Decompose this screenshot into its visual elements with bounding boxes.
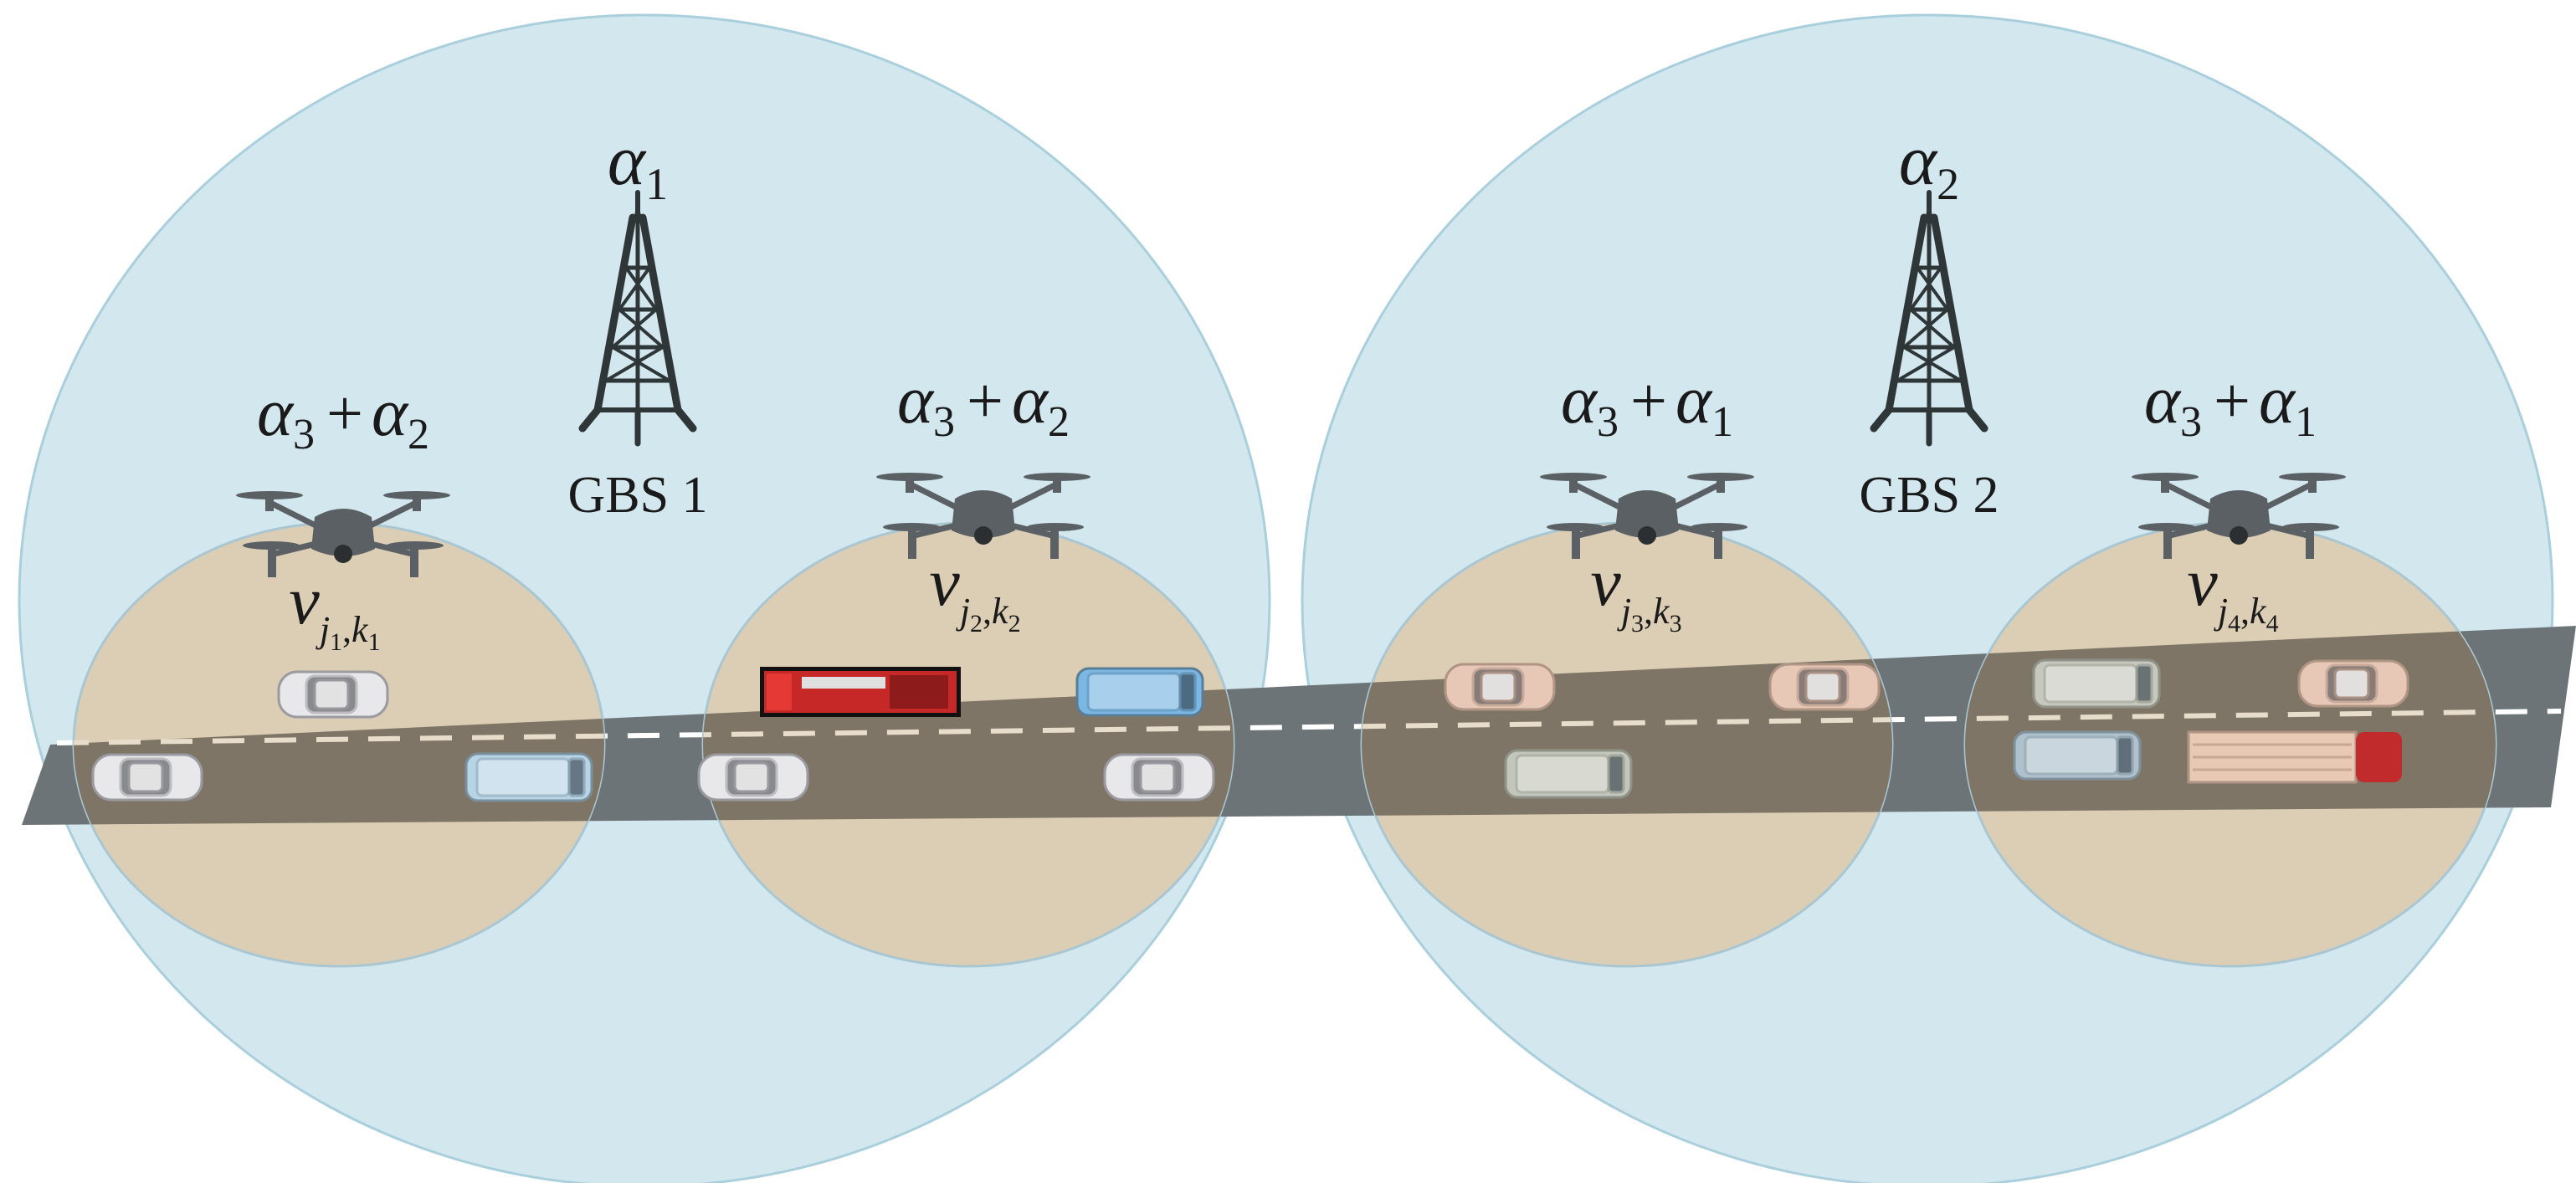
fire-truck-icon [760,667,961,717]
uav-2-frequency-label: α3+α2 [897,361,1070,446]
uav-3-vehicle-label: vj3,k3 [1590,544,1681,638]
uav-3-frequency-label: α3+α1 [1561,361,1733,446]
car-icon [2032,658,2161,709]
uav-1-vehicle-label: vj1,k1 [289,562,380,656]
vehicles [91,658,2409,802]
road-segment [1965,626,2496,825]
car-icon [1075,667,1204,717]
gbs-2-label: GBS 2 [1859,467,1999,524]
car-icon [1103,753,1215,801]
car-icon [1768,663,1881,711]
uav-1-frequency-label: α3+α2 [257,374,429,458]
uav-4-vehicle-label: vj4,k4 [2187,544,2278,638]
road-overlay [74,626,2496,825]
uav-4-labels: α3+α1 vj4,k4 [2144,361,2317,638]
uav-3-labels: α3+α1 vj3,k3 [1561,361,1733,638]
car-icon [697,753,809,801]
gbs-2-reuse-label: α2 [1899,120,1959,209]
car-icon [1444,663,1556,711]
car-icon [277,670,389,719]
car-icon [2297,659,2409,708]
uav-2-labels: α3+α2 vj2,k2 [897,361,1070,638]
uav-2-vehicle-label: vj2,k2 [929,544,1020,638]
car-icon [2013,730,2142,781]
gbs-1-label: GBS 1 [567,467,707,524]
uav-4-frequency-label: α3+α1 [2144,361,2317,446]
gbs-1-labels: α1 GBS 1 [567,120,707,524]
cargo-truck-icon [2187,730,2402,784]
car-icon [1504,749,1633,799]
car-icon [91,753,203,801]
car-icon [464,752,593,802]
gbs-2-labels: α2 GBS 2 [1859,120,1999,524]
gbs-1-reuse-label: α1 [608,120,668,209]
uav-1-labels: α3+α2 vj1,k1 [257,374,429,656]
road-segment [74,626,604,825]
